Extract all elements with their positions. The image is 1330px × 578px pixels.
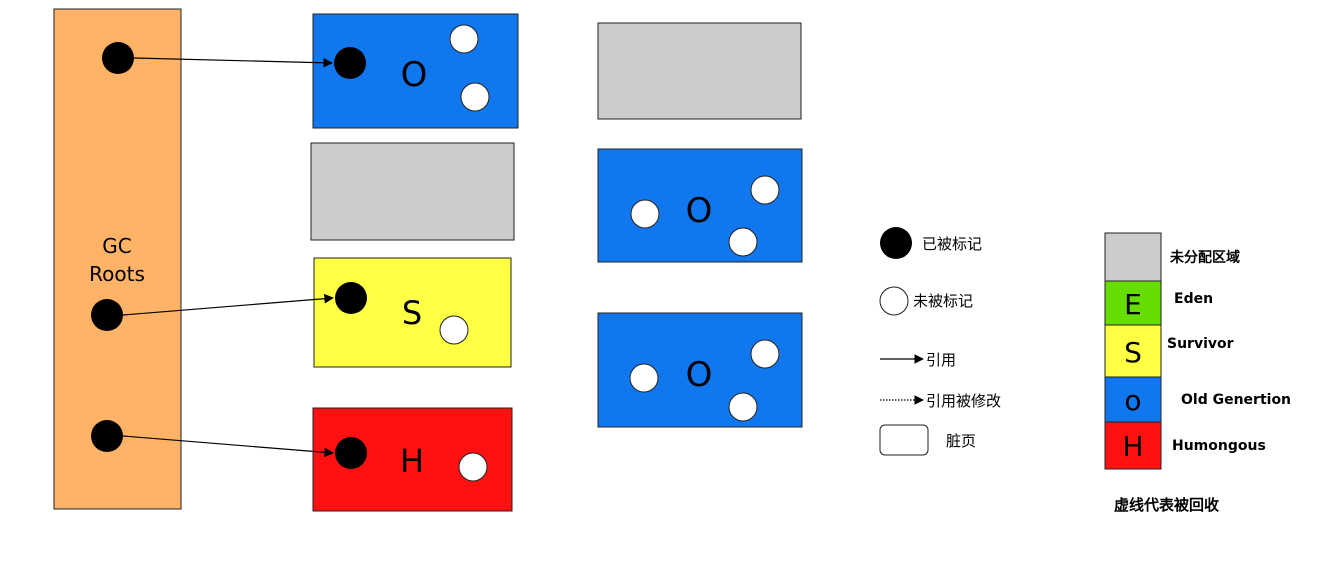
- unmarked-object: [629, 363, 659, 393]
- legend-reference-label: 引用: [926, 351, 956, 369]
- region-legend-name-survivor: Survivor: [1167, 336, 1234, 352]
- unmarked-object: [460, 82, 490, 112]
- region-legend-swatch-survivor: [1104, 324, 1162, 378]
- root-dot-3: [91, 420, 123, 452]
- marked-object: [334, 47, 366, 79]
- region-legend-name-eden: Eden: [1174, 291, 1213, 307]
- gc-roots-label-line2: Roots: [89, 262, 145, 286]
- region-legend-name-humongous: Humongous: [1172, 438, 1266, 454]
- region-legend-name-old: Old Genertion: [1181, 392, 1291, 408]
- legend-marked-dot: [880, 227, 912, 259]
- region-unallocated-2: [597, 22, 802, 120]
- region-old-3-letter: O: [686, 355, 713, 395]
- region-legend-name-unallocated: 未分配区域: [1170, 249, 1240, 266]
- legend-dirty-page-box: [879, 424, 929, 456]
- reference-arrow-3: [122, 435, 334, 458]
- region-old-1-letter: O: [401, 55, 428, 95]
- legend-reference-modified-label: 引用被修改: [926, 392, 1001, 410]
- unmarked-object: [449, 24, 479, 54]
- unmarked-object: [439, 315, 469, 345]
- region-unallocated-1: [310, 142, 515, 241]
- reference-arrow-1: [133, 57, 333, 68]
- region-legend-swatch-humongous: [1104, 421, 1162, 470]
- region-legend-footnote: 虚线代表被回收: [1114, 496, 1219, 514]
- region-old-2: [597, 148, 803, 263]
- marked-object: [335, 282, 367, 314]
- unmarked-object: [630, 199, 660, 229]
- region-legend-letter-survivor: S: [1124, 336, 1142, 369]
- region-survivor-letter: S: [402, 294, 422, 332]
- region-old-2-letter: O: [686, 191, 713, 231]
- legend-dirty-page-label: 脏页: [946, 432, 976, 450]
- region-legend-letter-old: o: [1124, 384, 1141, 417]
- unmarked-object: [728, 392, 758, 422]
- region-legend-swatch-old: [1104, 376, 1162, 423]
- gc-roots-label-line1: GC: [102, 234, 131, 258]
- legend-marked-label: 已被标记: [922, 235, 982, 253]
- region-humongous-letter: H: [400, 442, 424, 480]
- unmarked-object: [458, 452, 488, 482]
- unmarked-object: [750, 175, 780, 205]
- root-dot-1: [102, 42, 134, 74]
- region-legend-letter-humongous: H: [1122, 430, 1143, 463]
- region-legend-letter-eden: E: [1124, 288, 1142, 321]
- root-dot-2: [91, 299, 123, 331]
- region-legend-swatch-eden: [1104, 280, 1162, 326]
- unmarked-object: [750, 339, 780, 369]
- region-legend-swatch-unallocated: [1104, 232, 1162, 282]
- reference-arrow-2: [122, 293, 334, 316]
- unmarked-object: [728, 227, 758, 257]
- marked-object: [335, 437, 367, 469]
- legend-unmarked-dot: [879, 286, 909, 316]
- legend-unmarked-label: 未被标记: [913, 292, 973, 310]
